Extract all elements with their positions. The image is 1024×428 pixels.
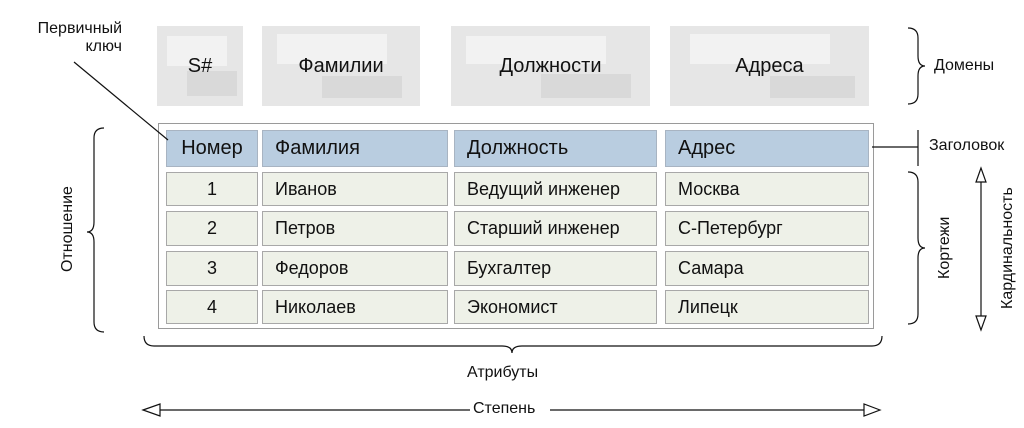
domains-brace xyxy=(907,27,926,105)
table-row-4-position: Экономист xyxy=(454,290,657,324)
domain-text-sid: S# xyxy=(187,54,213,77)
header-label-surname: Фамилия xyxy=(275,137,360,159)
table-row-2-number: 2 xyxy=(166,211,258,246)
table-row-4-number: 4 xyxy=(166,290,258,324)
table-row-1-address: Москва xyxy=(665,172,869,206)
cell-text: Бухгалтер xyxy=(467,258,552,278)
domain-box-sid: S# xyxy=(157,26,243,106)
domain-text-positions: Должности xyxy=(499,54,602,77)
cell-text: Самара xyxy=(678,258,744,278)
degree-arrowhead-right xyxy=(863,403,882,417)
primary-key-pointer-line xyxy=(73,61,169,141)
degree-arrowhead-left xyxy=(141,403,161,417)
table-row-2-surname: Петров xyxy=(262,211,448,246)
cell-text: 1 xyxy=(206,178,217,199)
domain-box-positions: Должности xyxy=(451,26,650,106)
cell-text: Ведущий инженер xyxy=(467,178,621,199)
domain-text-addresses: Адреса xyxy=(735,54,804,77)
cell-text: Иванов xyxy=(275,178,337,199)
table-row-3-address: Самара xyxy=(665,251,869,286)
primary-key-line-1: Первичный xyxy=(37,20,122,37)
cardinality-arrowhead-up xyxy=(975,166,987,183)
cell-text: Федоров xyxy=(275,258,349,278)
cell-text: 4 xyxy=(206,296,217,317)
table-row-2-position: Старший инженер xyxy=(454,211,657,246)
tuples-brace xyxy=(907,171,926,325)
attributes-brace xyxy=(143,335,883,354)
table-row-4-surname: Николаев xyxy=(262,290,448,324)
cell-text: Николаев xyxy=(275,296,356,317)
table-row-1-number: 1 xyxy=(166,172,258,206)
cell-text: С-Петербург xyxy=(678,218,783,238)
header-label-address: Адрес xyxy=(678,137,736,159)
table-row-2-address: С-Петербург xyxy=(665,211,869,246)
cell-text: Петров xyxy=(275,218,336,238)
header-label-number: Номер xyxy=(181,137,243,159)
table-row-3-number: 3 xyxy=(166,251,258,286)
tuples-label: Кортежи xyxy=(936,216,953,279)
relation-table: Номер Фамилия Должность Адрес 1 Иванов В… xyxy=(158,123,874,329)
header-cell-position: Должность xyxy=(454,130,657,167)
attributes-label: Атрибуты xyxy=(467,364,539,381)
cell-text: Москва xyxy=(678,178,740,199)
table-row-4-address: Липецк xyxy=(665,290,869,324)
primary-key-line-2: ключ xyxy=(85,38,123,55)
domain-box-addresses: Адреса xyxy=(670,26,869,106)
cardinality-label: Кардинальность xyxy=(999,187,1016,309)
header-cell-address: Адрес xyxy=(665,130,869,167)
domain-text-surnames: Фамилии xyxy=(298,54,384,77)
cardinality-arrowhead-down xyxy=(975,315,987,332)
header-cell-surname: Фамилия xyxy=(262,130,448,167)
header-cell-number: Номер xyxy=(166,130,258,167)
table-row-3-position: Бухгалтер xyxy=(454,251,657,286)
header-label: Заголовок xyxy=(929,137,1005,154)
cell-text: Липецк xyxy=(678,296,738,317)
cell-text: Экономист xyxy=(467,296,558,317)
table-row-1-surname: Иванов xyxy=(262,172,448,206)
cell-text: 2 xyxy=(206,218,217,238)
domains-label: Домены xyxy=(934,57,995,74)
relation-label: Отношение xyxy=(59,186,76,272)
relation-brace xyxy=(86,127,105,333)
cell-text: 3 xyxy=(206,258,217,278)
header-label-position: Должность xyxy=(467,137,569,159)
primary-key-label: Первичный ключ xyxy=(30,20,122,56)
table-row-1-position: Ведущий инженер xyxy=(454,172,657,206)
domain-box-surnames: Фамилии xyxy=(262,26,420,106)
table-row-3-surname: Федоров xyxy=(262,251,448,286)
degree-label: Степень xyxy=(473,400,536,417)
cell-text: Старший инженер xyxy=(467,218,620,238)
